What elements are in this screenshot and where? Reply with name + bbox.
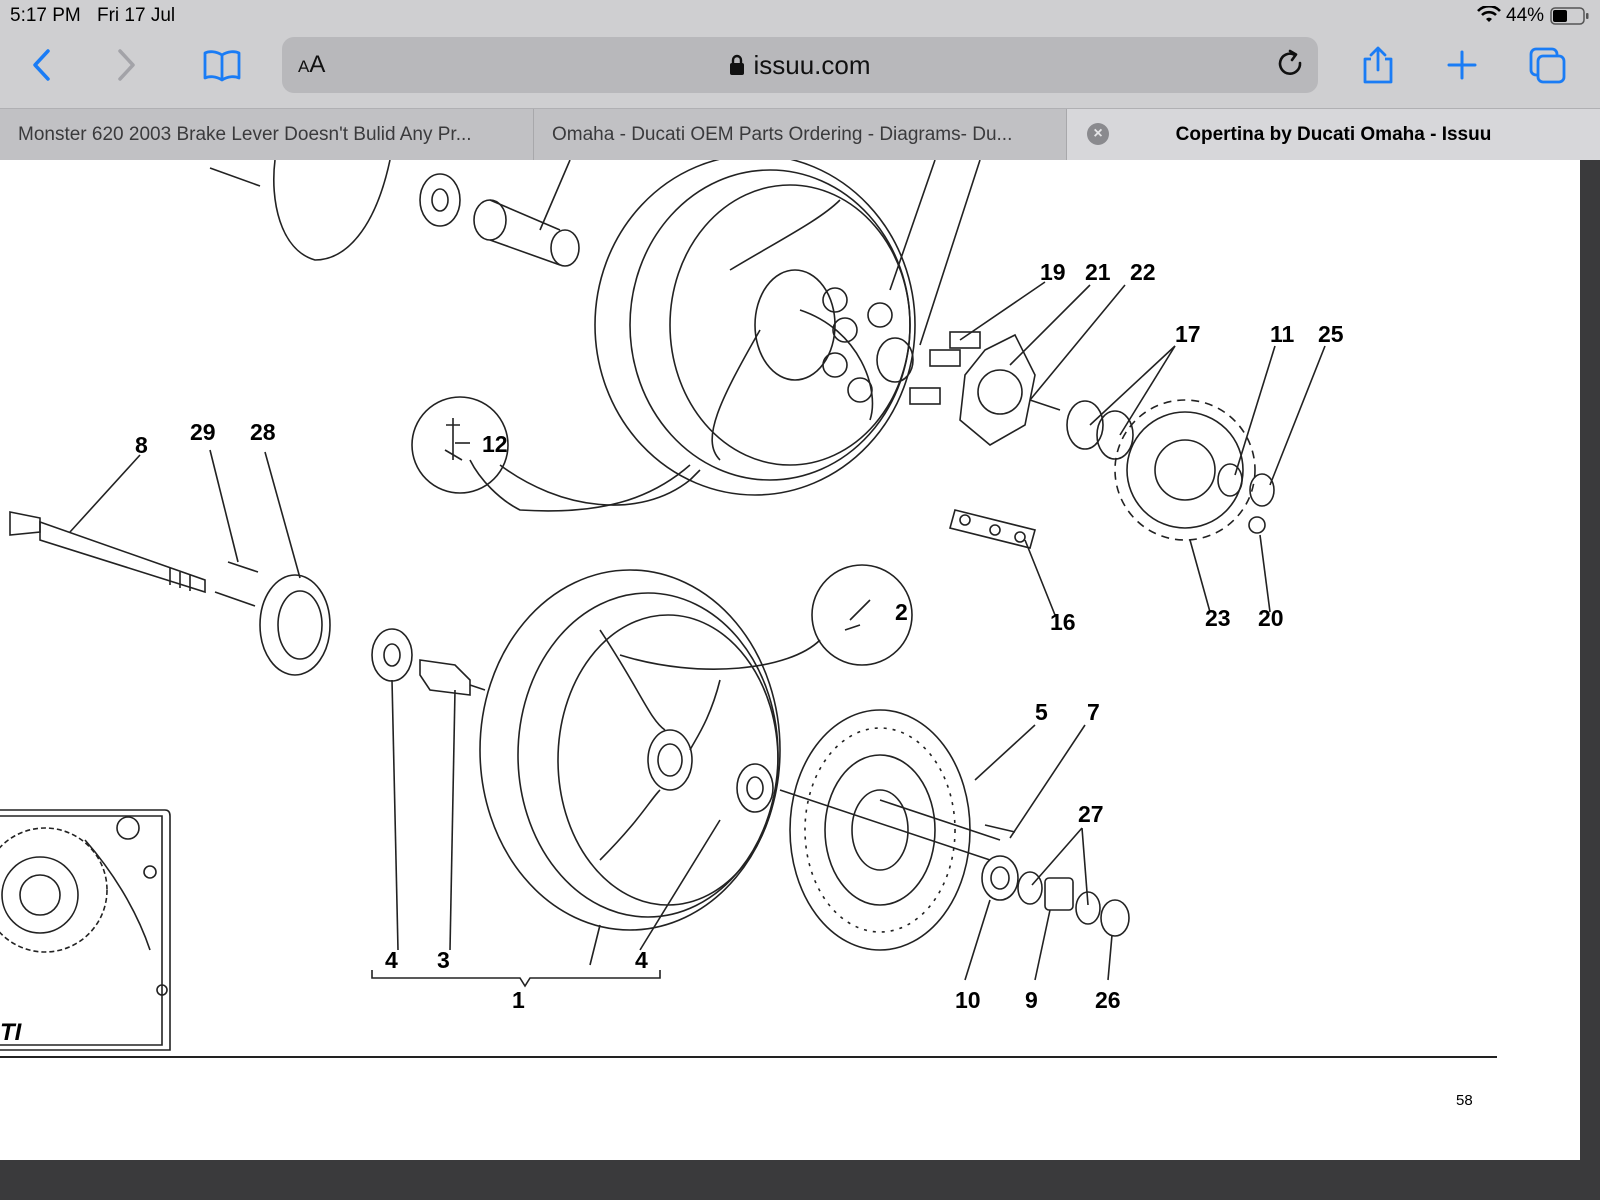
callout-8: 8 <box>135 432 148 458</box>
page-number: 58 <box>1456 1092 1473 1109</box>
callout-3: 3 <box>437 947 450 973</box>
sprocket-carrier <box>959 333 1036 446</box>
status-bar: 5:17 PM Fri 17 Jul 44% <box>0 0 1600 32</box>
browser-toolbar: AA issuu.com <box>0 32 1600 108</box>
callout-19: 19 <box>1040 259 1066 285</box>
close-tab-icon[interactable]: × <box>1087 123 1109 145</box>
address-bar[interactable]: AA issuu.com <box>282 37 1318 93</box>
callout-17: 17 <box>1175 321 1201 347</box>
callout-4a: 4 <box>385 947 398 973</box>
url-display: issuu.com <box>282 50 1318 83</box>
share-icon[interactable] <box>1352 44 1404 86</box>
front-wheel-rim <box>479 569 781 931</box>
status-time: 5:17 PM <box>10 5 81 26</box>
callout-29: 29 <box>190 419 216 445</box>
callout-9: 9 <box>1025 987 1038 1013</box>
front-brake-disc <box>789 709 971 951</box>
callout-2: 2 <box>895 599 908 625</box>
wifi-icon <box>1477 4 1501 30</box>
callout-22: 22 <box>1130 259 1156 285</box>
callout-25: 25 <box>1318 321 1344 347</box>
status-date: Fri 17 Jul <box>97 5 176 26</box>
callout-12: 12 <box>482 431 508 457</box>
callout-7: 7 <box>1087 699 1100 725</box>
document-page: 19 21 22 17 11 25 8 29 28 12 2 16 23 20 … <box>0 160 1580 1160</box>
page-gutter <box>1580 160 1600 1160</box>
callout-26: 26 <box>1095 987 1121 1013</box>
bookmarks-icon[interactable] <box>196 44 248 86</box>
new-tab-icon[interactable] <box>1436 44 1488 86</box>
tab-monster-620[interactable]: Monster 620 2003 Brake Lever Doesn't Bul… <box>0 109 534 161</box>
callout-21: 21 <box>1085 259 1111 285</box>
rear-sprocket <box>1114 399 1256 541</box>
lock-icon <box>729 52 745 83</box>
url-text: issuu.com <box>753 50 871 80</box>
text-size-button[interactable]: AA <box>298 51 326 78</box>
callout-27: 27 <box>1078 801 1104 827</box>
active-tab-label: Copertina by Ducati Omaha - Issuu <box>1175 124 1492 145</box>
callout-1: 1 <box>512 987 525 1013</box>
spacer-28 <box>259 574 331 676</box>
reload-icon[interactable] <box>1276 49 1306 84</box>
back-icon[interactable] <box>16 44 68 86</box>
tab-copertina-issuu[interactable]: × Copertina by Ducati Omaha - Issuu <box>1067 109 1600 161</box>
callout-23: 23 <box>1205 605 1231 631</box>
tab-omaha-ducati[interactable]: Omaha - Ducati OEM Parts Ordering - Diag… <box>534 109 1067 161</box>
chain-link <box>949 509 1036 549</box>
front-axle <box>39 520 206 594</box>
rear-wheel-rim <box>594 160 916 496</box>
tabs-icon[interactable] <box>1522 44 1574 86</box>
parts-diagram: 19 21 22 17 11 25 8 29 28 12 2 16 23 20 … <box>0 160 1497 1058</box>
forward-icon[interactable] <box>100 44 152 86</box>
engine-cover-panel <box>0 809 171 1051</box>
callout-28: 28 <box>250 419 276 445</box>
brand-logo-fragment: TI <box>0 1019 23 1046</box>
bottom-gutter <box>0 1160 1600 1200</box>
callout-11: 11 <box>1270 321 1295 347</box>
tab-strip: Monster 620 2003 Brake Lever Doesn't Bul… <box>0 108 1600 161</box>
callout-4b: 4 <box>635 947 648 973</box>
callout-16: 16 <box>1050 609 1076 635</box>
battery-icon <box>1550 7 1590 25</box>
callout-20: 20 <box>1258 605 1284 631</box>
battery-percent: 44% <box>1506 5 1545 26</box>
callout-5: 5 <box>1035 699 1048 725</box>
brake-disc-partial <box>272 160 391 261</box>
callout-10: 10 <box>955 987 981 1013</box>
